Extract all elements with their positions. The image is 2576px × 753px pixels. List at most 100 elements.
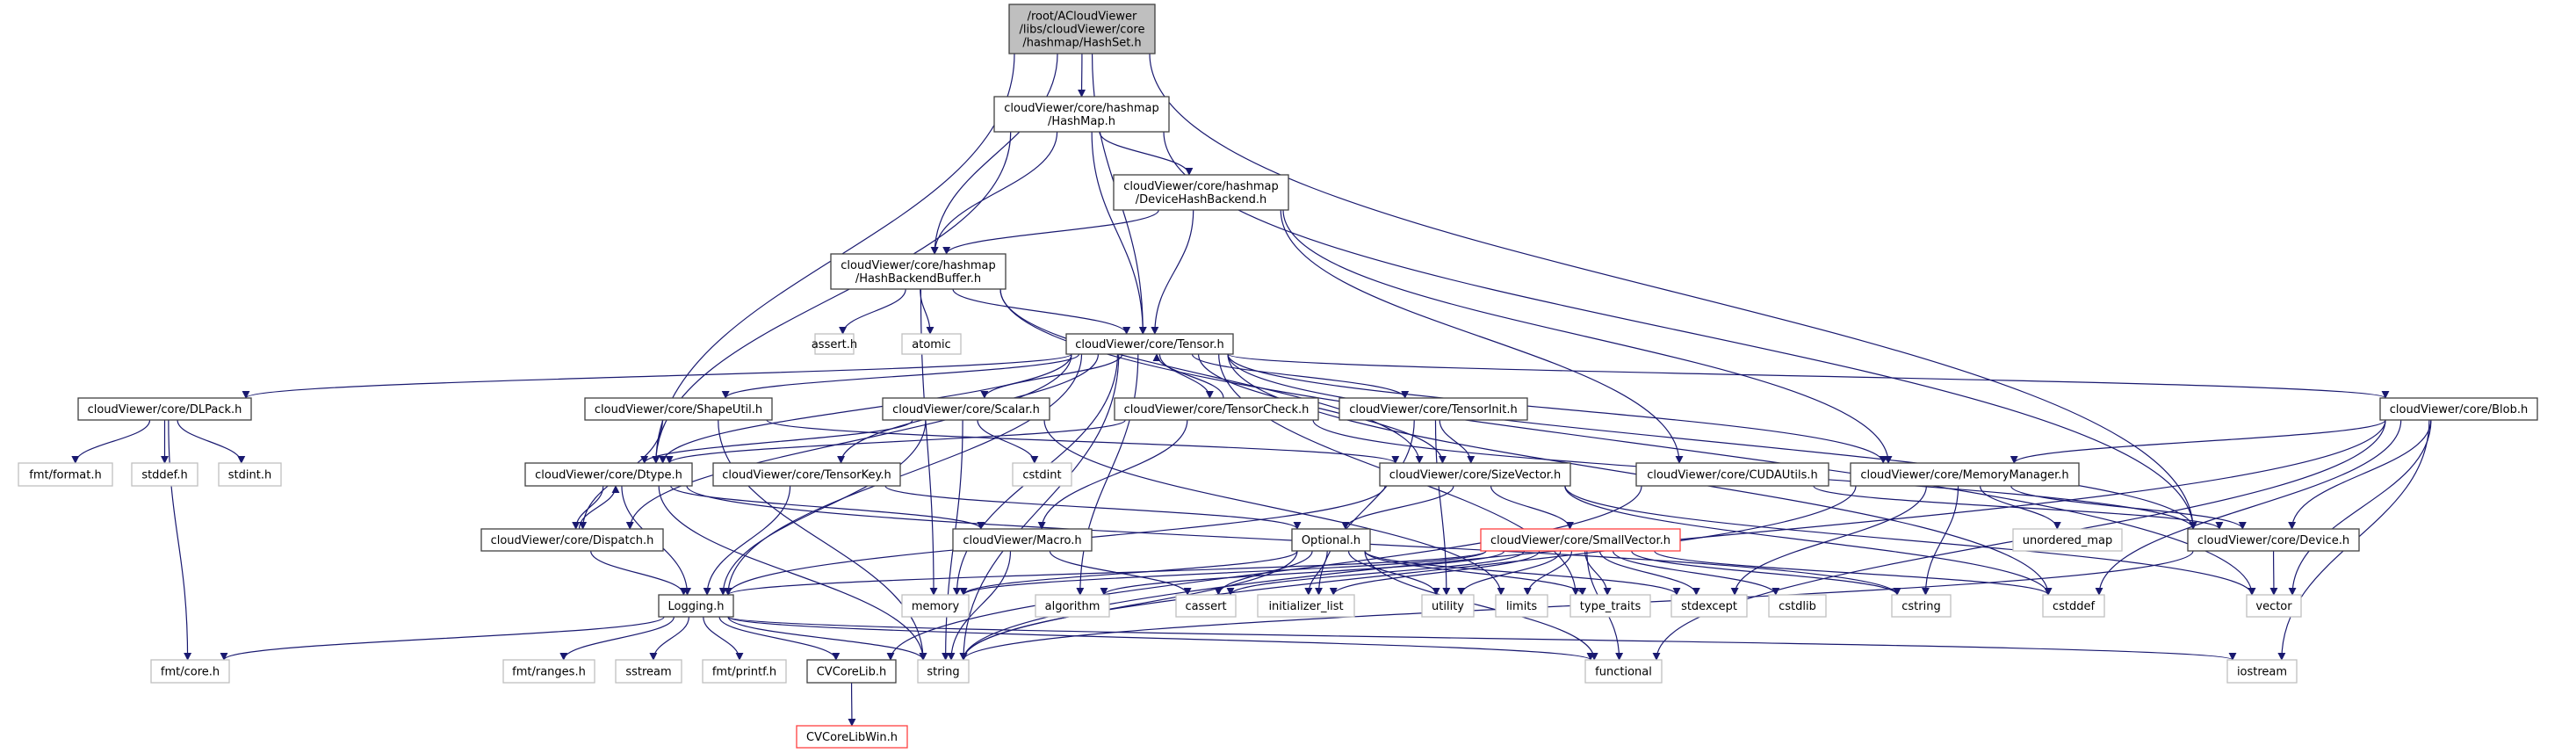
node-hbb[interactable]: cloudViewer/core/hashmap/HashBackendBuff…	[830, 253, 1007, 290]
node-box	[524, 462, 693, 487]
node-blob[interactable]: cloudViewer/core/Blob.h	[2379, 397, 2538, 421]
node-shapeutil[interactable]: cloudViewer/core/ShapeUtil.h	[584, 397, 773, 421]
node-box	[1421, 594, 1475, 618]
node-box	[917, 659, 970, 684]
edge-tensorkey-to-optional	[884, 485, 1302, 530]
node-logging[interactable]: Logging.h	[658, 594, 734, 618]
node-cstdint: cstdint	[1012, 462, 1072, 487]
edge-tensor-to-logging	[724, 353, 1083, 596]
node-cvcorelib[interactable]: CVCoreLib.h	[806, 659, 897, 684]
edge-tensorinit-to-initlist	[1315, 419, 1415, 596]
node-sizevector[interactable]: cloudViewer/core/SizeVector.h	[1379, 462, 1571, 487]
node-initlist: initializer_list	[1257, 594, 1355, 618]
edge-smallvector-to-limits	[1523, 550, 1573, 596]
node-box	[796, 725, 908, 749]
edge-logging-to-fmtprintf	[703, 616, 744, 661]
node-cvcorelibwin[interactable]: CVCoreLibWin.h	[796, 725, 908, 749]
edge-tensorinit-to-sizevector	[1439, 419, 1476, 464]
edges-layer	[71, 53, 2432, 727]
node-cudautils[interactable]: cloudViewer/core/CUDAUtils.h	[1635, 462, 1829, 487]
node-tensorinit[interactable]: cloudViewer/core/TensorInit.h	[1339, 397, 1528, 421]
node-tensorkey[interactable]: cloudViewer/core/TensorKey.h	[712, 462, 901, 487]
edge-cudautils-to-device	[1813, 485, 2224, 530]
edge-optional-to-utility	[1347, 550, 1440, 596]
node-box	[658, 594, 734, 618]
node-box	[1379, 462, 1571, 487]
node-box	[901, 333, 962, 355]
node-optional[interactable]: Optional.h	[1291, 528, 1371, 552]
node-box	[1850, 462, 2080, 487]
edge-scalar-to-limits	[1043, 419, 1505, 596]
node-box	[150, 659, 230, 684]
edge-blob-to-vector	[2288, 419, 2432, 596]
node-box	[901, 594, 970, 618]
node-sstream: sstream	[615, 659, 682, 684]
edge-hbb-to-sizevector	[999, 288, 1424, 464]
node-dlpack[interactable]: cloudViewer/core/DLPack.h	[77, 397, 252, 421]
edge-tensorcheck-to-dtype	[665, 419, 1126, 464]
node-hashset[interactable]: /root/ACloudViewer/libs/cloudViewer/core…	[1008, 4, 1156, 54]
node-box	[712, 462, 901, 487]
node-box	[1065, 333, 1234, 355]
node-label: stddef.h	[141, 469, 187, 482]
edge-tensor-to-tensorcheck	[1158, 353, 1214, 399]
node-tensorcheck[interactable]: cloudViewer/core/TensorCheck.h	[1114, 397, 1319, 421]
node-box	[615, 659, 682, 684]
node-box	[480, 528, 664, 552]
node-box	[1495, 594, 1548, 618]
node-stdint: stdint.h	[218, 462, 282, 487]
node-box	[806, 659, 897, 684]
edge-hashmap-to-hbb	[930, 131, 1058, 255]
edge-logging-to-fmtranges	[559, 616, 675, 661]
edge-smallvector-to-memory	[959, 550, 1487, 596]
edge-blob-to-device	[2288, 419, 2432, 530]
node-box	[1569, 594, 1651, 618]
edge-hashmap-to-tensor	[1091, 131, 1147, 335]
node-typetraits: type_traits	[1569, 594, 1651, 618]
edge-dispatch-to-logging	[590, 550, 688, 596]
node-label: initializer_list	[1268, 600, 1343, 613]
node-box	[2042, 594, 2105, 618]
node-smallvector[interactable]: cloudViewer/core/SmallVector.h	[1480, 528, 1681, 552]
node-cstdlib: cstdlib	[1768, 594, 1827, 618]
node-vector: vector	[2246, 594, 2302, 618]
nodes-layer: /root/ACloudViewer/libs/cloudViewer/core…	[18, 4, 2538, 749]
edge-memmgr-to-device	[2010, 485, 2247, 530]
node-box	[1035, 594, 1110, 618]
edge-tensor-to-shapeutil	[721, 353, 1080, 399]
node-label: fmt/core.h	[161, 666, 220, 679]
edge-logging-to-functional	[727, 616, 1595, 661]
node-functional: functional	[1584, 659, 1663, 684]
node-memmgr[interactable]: cloudViewer/core/MemoryManager.h	[1850, 462, 2080, 487]
edge-hbb-to-tensor	[952, 288, 1131, 335]
edge-sizevector-to-cstddef	[1564, 485, 2053, 596]
node-fmtprintf: fmt/printf.h	[702, 659, 787, 684]
node-box	[218, 462, 282, 487]
node-box	[2379, 397, 2538, 421]
node-stddef: stddef.h	[131, 462, 198, 487]
edge-scalar-to-cstdint	[977, 419, 1039, 464]
node-scalar[interactable]: cloudViewer/core/Scalar.h	[882, 397, 1050, 421]
node-hashmap[interactable]: cloudViewer/core/hashmap/HashMap.h	[993, 96, 1170, 133]
node-dtype[interactable]: cloudViewer/core/Dtype.h	[524, 462, 693, 487]
edge-tensor-to-device	[1227, 353, 2197, 530]
node-box	[830, 253, 1007, 290]
node-box	[1257, 594, 1355, 618]
node-box	[1480, 528, 1681, 552]
node-label: cloudViewer/core/Scalar.h	[892, 403, 1040, 416]
edge-logging-to-string	[727, 616, 927, 661]
node-device[interactable]: cloudViewer/core/Device.h	[2187, 528, 2360, 552]
edge-memmgr-to-unorderedmap	[1979, 485, 2061, 530]
edge-dispatch-to-dtype	[578, 485, 620, 530]
node-box	[2226, 659, 2298, 684]
node-devhash[interactable]: cloudViewer/core/hashmap/DeviceHashBacke…	[1113, 174, 1289, 211]
node-dispatch[interactable]: cloudViewer/core/Dispatch.h	[480, 528, 664, 552]
edge-blob-to-memmgr	[2010, 419, 2386, 464]
node-string: string	[917, 659, 970, 684]
node-macro[interactable]: cloudViewer/Macro.h	[952, 528, 1093, 552]
node-label: /libs/cloudViewer/core	[1020, 24, 1145, 37]
edge-tensor-to-dlpack	[242, 353, 1072, 399]
edge-tensor-to-blob	[1227, 353, 2390, 399]
edge-memmgr-to-stdexcept	[1730, 485, 1927, 596]
node-tensor[interactable]: cloudViewer/core/Tensor.h	[1065, 333, 1234, 355]
